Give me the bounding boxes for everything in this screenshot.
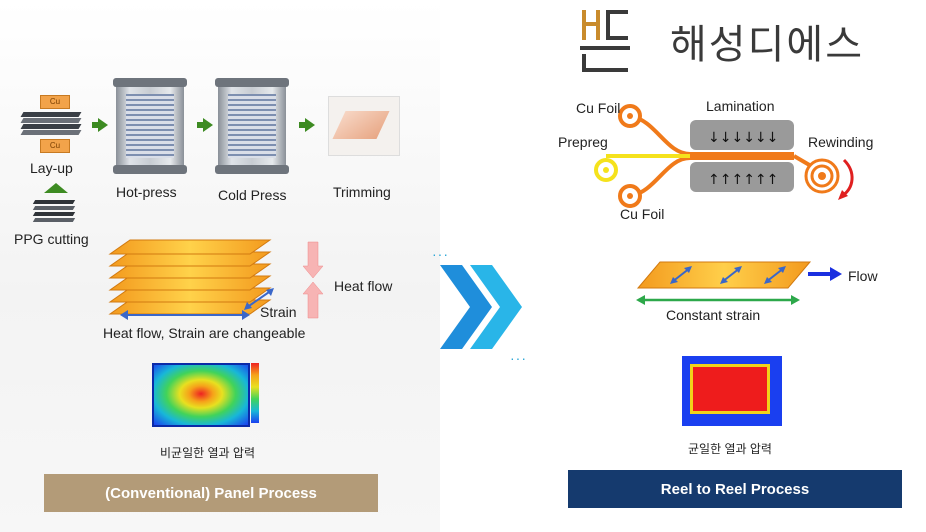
panel-stack-diagram [108,239,272,315]
strain-arrow-icon [244,288,274,310]
double-chevron-right-icon [440,265,522,349]
company-logo [578,8,638,74]
cold-press-label: Cold Press [218,187,287,203]
cu-foil-bottom-label: Cu Foil [620,206,665,222]
ppg-stack [30,200,80,225]
flow-panel-diagram [636,261,842,289]
rewinding-label: Rewinding [808,134,874,150]
cu-bottom-sheet: Cu [40,139,70,153]
layup-stack: Cu Cu [18,95,88,155]
ppg-cutting-label: PPG cutting [14,231,89,247]
cu-label: Cu [49,141,61,150]
reel-to-reel-diagram: ↓↓↓↓↓↓ ↑↑↑↑↑↑ [594,104,854,208]
reel-to-reel-process-bar: Reel to Reel Process [568,470,902,508]
green-up-arrow-icon [44,183,68,193]
dots-top: ··· [432,246,449,262]
flow-label: Flow [848,268,878,284]
conventional-panel-process-bar: (Conventional) Panel Process [44,474,378,512]
prepreg-label: Prepreg [558,134,608,150]
hot-press-label: Hot-press [116,184,177,200]
nonuniform-heatmap [152,363,250,427]
process-arrow-icon [197,118,213,132]
svg-text:↓↓↓↓↓↓: ↓↓↓↓↓↓ [708,130,778,146]
strain-label: Strain [260,304,297,320]
width-arrow-icon [120,310,250,320]
nonuniform-caption: 비균일한 열과 압력 [160,446,255,460]
cu-foil-top-label: Cu Foil [576,100,621,116]
svg-text:↑↑↑↑↑↑: ↑↑↑↑↑↑ [708,172,778,188]
constant-strain-arrow-icon [636,295,800,305]
cu-top-sheet: Cu [40,95,70,109]
process-arrow-icon [92,118,108,132]
company-name: 해성디에스 [670,22,864,68]
uniform-caption: 균일한 열과 압력 [688,442,772,456]
hot-press-machine [113,78,187,174]
trimming-label: Trimming [333,184,391,200]
layup-label: Lay-up [30,160,73,176]
constant-strain-label: Constant strain [666,307,761,323]
uniform-heatmap [682,356,782,426]
heat-flow-label: Heat flow [334,278,393,294]
heatmap-scale [251,363,259,423]
cold-press-machine [215,78,289,174]
heat-flow-arrows-icon [302,241,324,319]
cu-label: Cu [49,97,61,106]
trimming-image [328,96,400,156]
conventional-bar-label: (Conventional) Panel Process [105,484,317,502]
reel-bar-label: Reel to Reel Process [660,480,810,498]
changeable-label: Heat flow, Strain are changeable [103,325,306,341]
dots-bottom: ··· [510,350,527,366]
lamination-label: Lamination [706,98,775,114]
process-arrow-icon [299,118,315,132]
